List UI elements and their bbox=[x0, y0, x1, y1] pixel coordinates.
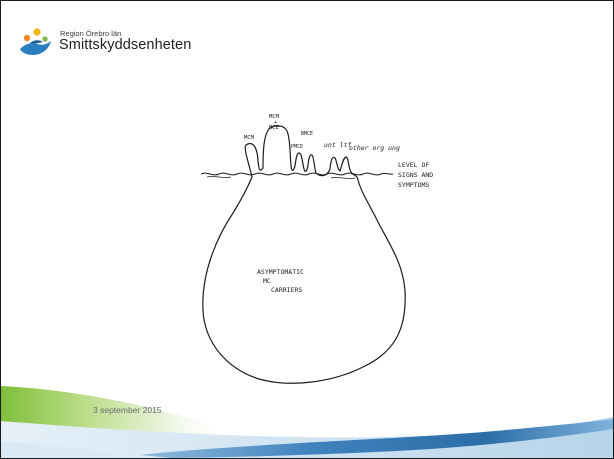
waterline-shadow bbox=[207, 176, 355, 178]
label-pmce: PMCE bbox=[291, 144, 303, 150]
label-body-line3: CARRIERS bbox=[271, 286, 302, 294]
label-bmce: BMCE bbox=[301, 131, 313, 137]
label-level-line2: SIGNS AND bbox=[398, 171, 433, 179]
label-body-line2: MC bbox=[263, 277, 271, 285]
label-unt-ltf: unt ltf bbox=[324, 141, 351, 149]
slide-date: 3 september 2015 bbox=[93, 405, 162, 415]
iceberg-outline bbox=[203, 126, 405, 383]
label-body-line1: ASYMPTOMATIC bbox=[257, 268, 304, 276]
waterline bbox=[201, 173, 393, 175]
label-level-line1: LEVEL OF bbox=[398, 161, 429, 169]
label-level-line3: SYMPTOMS bbox=[398, 181, 429, 189]
label-mcm-left: MCM bbox=[244, 135, 255, 141]
label-mcm-mce-bottom: MCE bbox=[269, 125, 279, 131]
label-other-org: other org ung bbox=[349, 144, 400, 152]
